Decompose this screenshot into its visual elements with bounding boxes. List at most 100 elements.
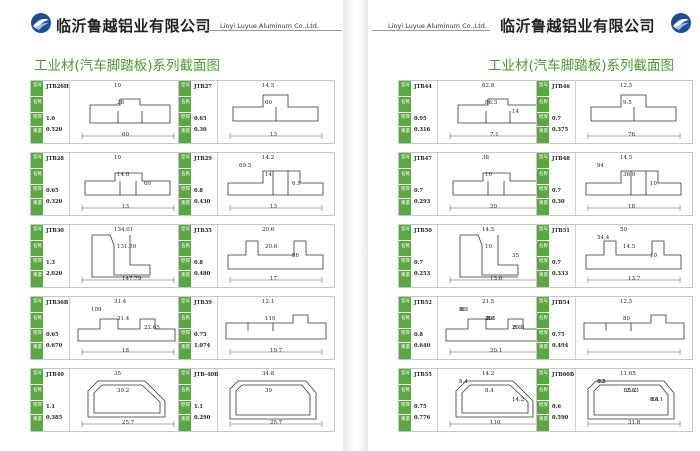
field-label-column: 型号名称壁厚重量 xyxy=(537,297,549,359)
dimension-label: 22.65 xyxy=(144,325,160,331)
dimension-line xyxy=(587,349,681,355)
dimension-line xyxy=(587,421,681,427)
spec-thickness: 0.65 xyxy=(194,116,207,122)
dimension-line xyxy=(587,133,681,139)
spec-thickness: 0.7 xyxy=(414,260,424,266)
field-label-thickness: 壁厚 xyxy=(33,115,42,120)
label-divider xyxy=(399,96,411,97)
dimension-label: 76 xyxy=(628,132,635,138)
label-divider xyxy=(537,168,549,169)
label-divider xyxy=(537,184,549,185)
left-page: 临沂鲁越铝业有限公司 Linyi Luyue Aluminum Co.,Ltd.… xyxy=(8,0,342,451)
dimension-label: 12.63 xyxy=(623,388,639,394)
field-label-name: 名称 xyxy=(539,244,548,249)
label-divider xyxy=(399,342,411,343)
spec-thickness: 0.7 xyxy=(552,188,562,194)
field-label-model: 型号 xyxy=(401,227,410,232)
profile-outline xyxy=(445,318,544,342)
profile-outline xyxy=(457,98,539,124)
spec-thickness: 0.8 xyxy=(194,188,204,194)
field-label-thickness: 壁厚 xyxy=(401,187,410,192)
label-divider xyxy=(537,384,549,385)
spec-code: JTB51 xyxy=(552,228,570,234)
field-label-weight: 重量 xyxy=(539,417,548,422)
label-divider xyxy=(179,198,191,199)
spec-code: JTB47 xyxy=(414,156,432,162)
field-label-model: 型号 xyxy=(401,299,410,304)
spec-weight: 0.494 xyxy=(552,343,569,349)
left-header: 临沂鲁越铝业有限公司 Linyi Luyue Aluminum Co.,Ltd. xyxy=(8,4,342,40)
dimension-label: 10 xyxy=(114,155,121,161)
spec-code: JTB50 xyxy=(414,228,432,234)
field-label-thickness: 壁厚 xyxy=(33,403,42,408)
profile-outline xyxy=(459,234,519,278)
label-divider xyxy=(399,184,411,185)
dimension-label: 11.65 xyxy=(620,371,636,377)
spec-thickness: 0.7 xyxy=(552,260,562,266)
dimension-label: 94 xyxy=(597,163,604,169)
field-label-model: 型号 xyxy=(33,83,42,88)
dimension-label: 36.9 xyxy=(623,172,636,178)
label-divider xyxy=(537,112,549,113)
company-name-cn: 临沂鲁越铝业有限公司 xyxy=(500,17,656,35)
field-label-weight: 重量 xyxy=(33,345,42,350)
field-label-name: 名称 xyxy=(401,316,410,321)
dimension-label: 20.1 xyxy=(490,348,503,354)
label-divider xyxy=(399,240,411,241)
label-divider xyxy=(31,240,43,241)
label-divider xyxy=(537,198,549,199)
field-label-model: 型号 xyxy=(539,299,548,304)
cross-section-drawing xyxy=(585,240,682,283)
dimension-label: 10 xyxy=(114,83,121,89)
spec-code: JTB35 xyxy=(194,228,212,234)
right-page: Linyi Luyue Aluminum Co.,Ltd. 临沂鲁越铝业有限公司… xyxy=(368,0,700,451)
field-label-model: 型号 xyxy=(539,155,548,160)
field-label-model: 型号 xyxy=(181,299,190,304)
field-label-model: 型号 xyxy=(33,371,42,376)
dimension-label: 14.2 xyxy=(262,155,275,161)
dimension-label: 20 xyxy=(490,204,497,210)
field-label-weight: 重量 xyxy=(181,201,190,206)
profile-outline xyxy=(232,94,319,122)
dimension-label: 10 xyxy=(650,253,657,259)
spec-code: JTB55 xyxy=(414,372,432,378)
dimension-label: 109 xyxy=(91,307,102,313)
cross-section-drawing xyxy=(227,240,324,283)
field-label-column: 型号名称壁厚重量 xyxy=(179,153,191,215)
spec-thickness: 0.8 xyxy=(194,260,204,266)
profile-outline xyxy=(89,98,171,124)
field-label-thickness: 壁厚 xyxy=(401,403,410,408)
dimension-label: 80 xyxy=(623,316,630,322)
field-label-model: 型号 xyxy=(181,371,190,376)
dimension-line xyxy=(81,349,175,355)
cross-section-drawing xyxy=(583,314,685,355)
field-label-weight: 重量 xyxy=(33,273,42,278)
profile-outline xyxy=(87,380,166,418)
dimension-label: 54.4 xyxy=(597,235,610,241)
field-label-name: 名称 xyxy=(181,172,190,177)
spec-thickness: 0.7 xyxy=(552,116,562,122)
spec-code: JTB54 xyxy=(552,300,570,306)
label-divider xyxy=(31,168,43,169)
cross-section-drawing xyxy=(81,380,175,427)
field-label-column: 型号名称壁厚重量 xyxy=(537,81,549,143)
field-label-name: 名称 xyxy=(539,100,548,105)
dimension-label: 25.7 xyxy=(270,420,283,426)
spec-code: JTB27 xyxy=(194,84,212,90)
